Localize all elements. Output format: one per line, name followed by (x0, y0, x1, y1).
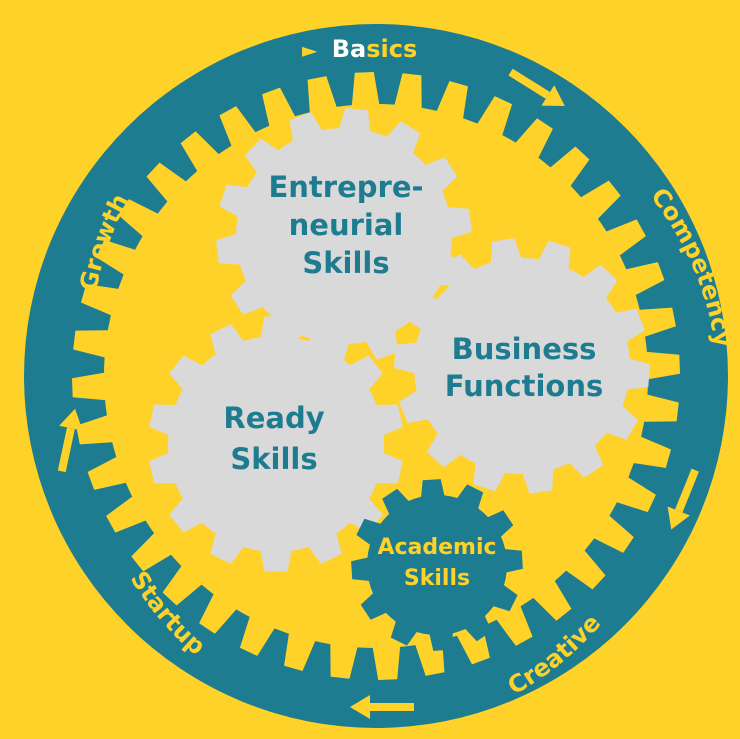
academic-label-line1: Academic (377, 535, 496, 560)
arrow-left (57, 408, 83, 473)
arrow-right (667, 468, 699, 530)
business-label-line2: Functions (445, 369, 603, 403)
ready-label-line1: Ready (223, 401, 324, 435)
arrow-top-right (508, 68, 565, 107)
basics-label-rest: sics (366, 35, 417, 63)
ready-skills-gear (149, 316, 403, 572)
entrepreneurial-skills-gear (216, 108, 472, 364)
arrow-bottom (350, 695, 414, 719)
entrepreneurial-label-line2: neurial (289, 208, 404, 242)
academic-label-line2: Skills (404, 566, 470, 591)
business-functions-gear (394, 238, 650, 494)
entrepreneurial-label-line1: Entrepre- (268, 170, 423, 204)
academic-skills-gear (351, 479, 523, 651)
basics-label-highlight: Ba (332, 35, 367, 63)
ready-label-line2: Skills (230, 442, 317, 476)
entrepreneurial-label-line3: Skills (302, 246, 389, 280)
basics-arrow-icon: ► (302, 38, 318, 62)
business-label-line1: Business (452, 332, 597, 366)
basics-label: ► Basics (302, 35, 417, 63)
